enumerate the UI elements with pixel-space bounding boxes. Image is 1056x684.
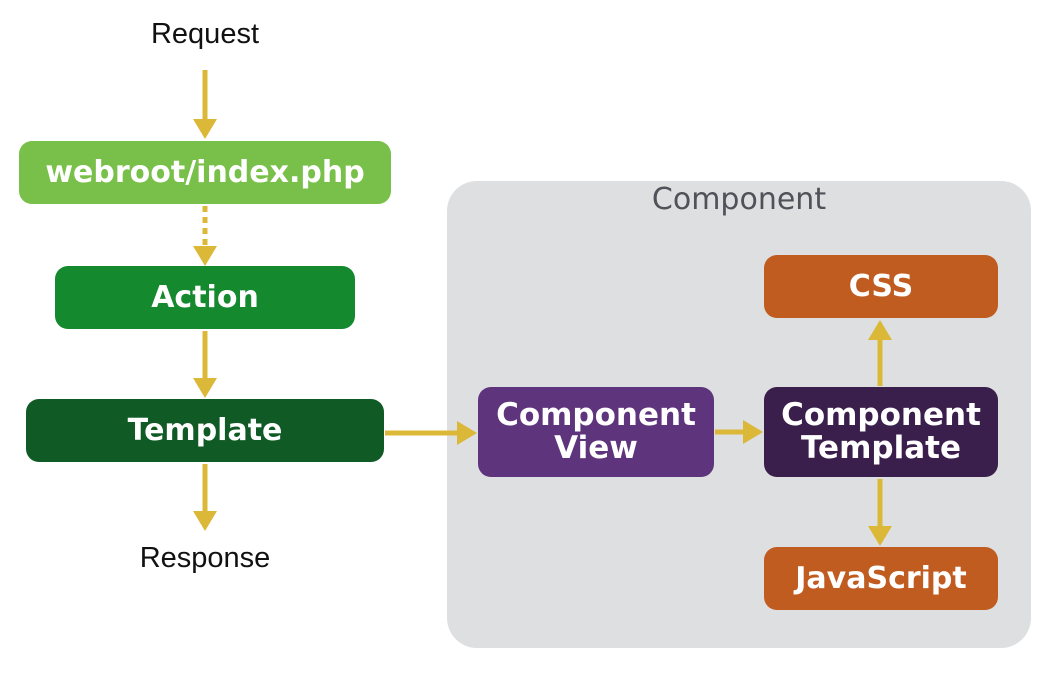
component-group-title: Component	[651, 182, 827, 217]
template-node: Template	[26, 399, 384, 462]
component-view-label-line1: Component	[496, 397, 696, 434]
template-to-response-arrow	[193, 464, 217, 531]
javascript-node: JavaScript	[764, 547, 998, 610]
component-template-node: Component Template	[764, 387, 998, 477]
css-label: CSS	[848, 268, 914, 304]
response-label: Response	[139, 542, 271, 574]
component-template-label-line1: Component	[781, 397, 981, 434]
request-label: Request	[150, 18, 259, 50]
view-to-component-template-arrow	[715, 420, 763, 444]
action-to-template-arrow	[193, 331, 217, 398]
template-label: Template	[127, 412, 283, 448]
webroot-index-node: webroot/index.php	[19, 141, 391, 204]
webroot-to-action-dashed-arrow	[193, 206, 217, 266]
template-to-component-view-arrow	[385, 421, 477, 445]
action-node: Action	[55, 266, 355, 329]
component-view-node: Component View	[478, 387, 714, 477]
component-template-to-css-arrow	[868, 320, 892, 386]
css-node: CSS	[764, 255, 998, 318]
request-to-webroot-arrow	[193, 70, 217, 139]
javascript-label: JavaScript	[795, 560, 967, 596]
component-template-label-line2: Template	[801, 430, 961, 466]
component-template-to-javascript-arrow	[868, 479, 892, 546]
webroot-index-label: webroot/index.php	[45, 154, 365, 190]
action-label: Action	[151, 279, 259, 315]
component-view-label-line2: View	[554, 430, 638, 466]
